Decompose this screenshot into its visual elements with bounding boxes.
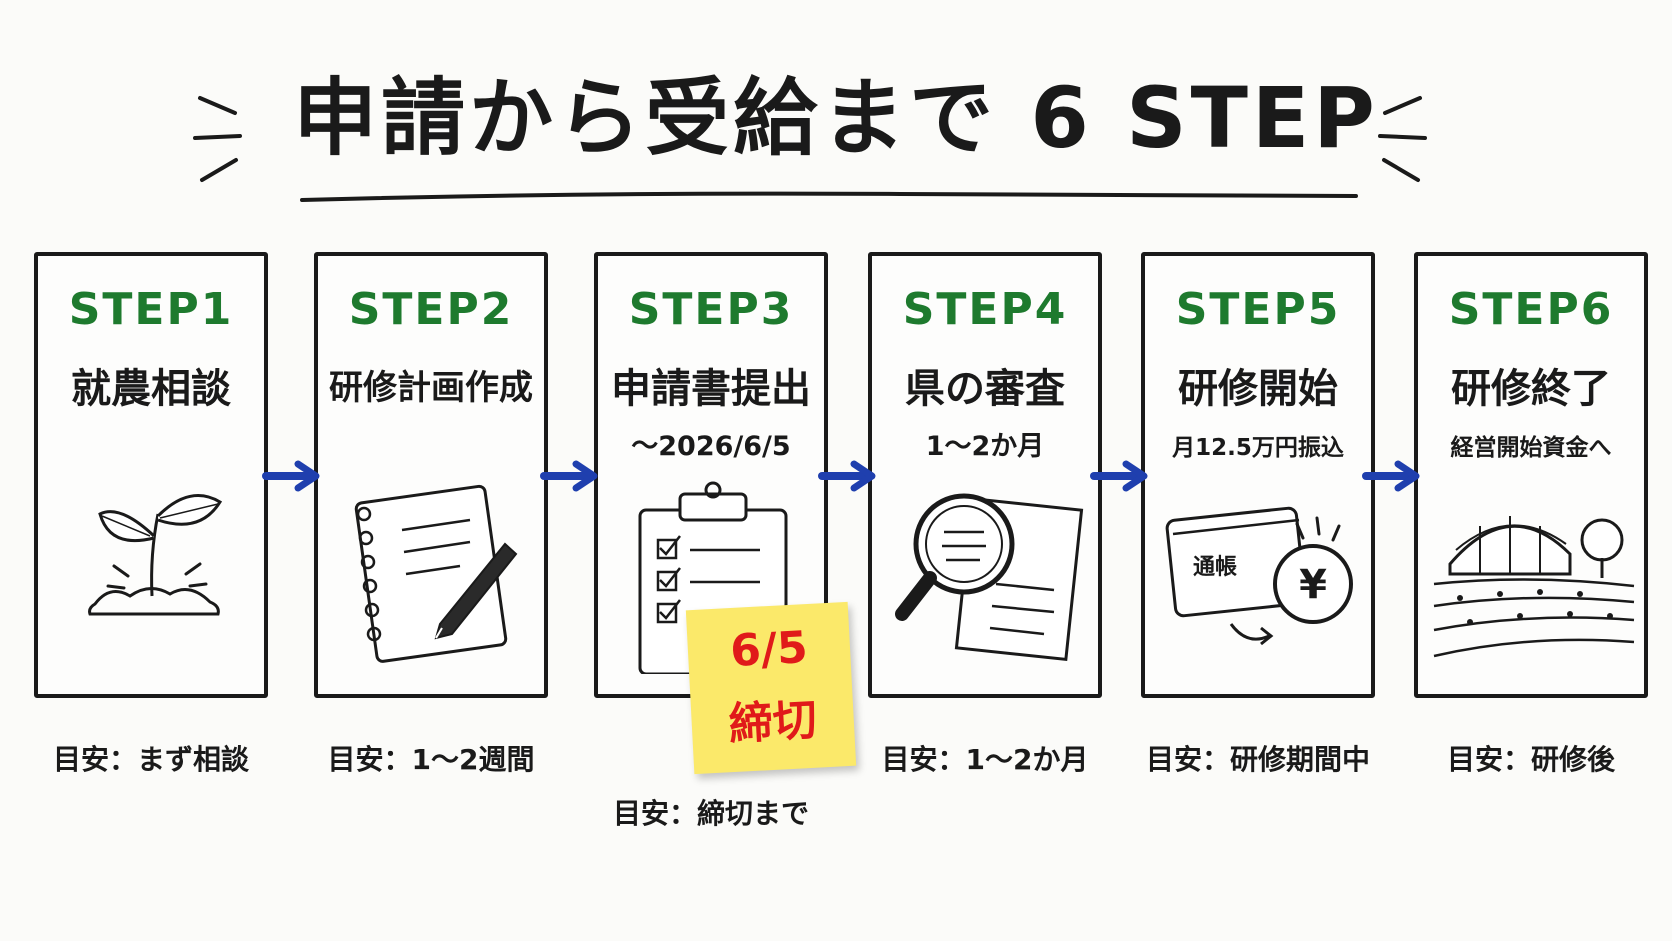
page-title: 申請から受給まで 6 STEP (293, 69, 1379, 167)
title-underline (300, 191, 1358, 202)
arrow-right-icon (540, 460, 598, 492)
step-guide-1: 目安：まず相談 (52, 743, 249, 776)
step-name: 研修計画作成 (329, 368, 533, 408)
bankbook-yen-icon: 通帳 ¥ (1165, 506, 1353, 646)
bankbook-label: 通帳 (1193, 555, 1237, 580)
sticky-word: 締切 (727, 694, 819, 751)
step-name: 就農相談 (71, 366, 231, 412)
title-area: 申請から受給まで 6 STEP (0, 40, 1672, 210)
yen-symbol: ¥ (1299, 562, 1327, 608)
step-name: 研修開始 (1178, 366, 1338, 412)
step-card-5: STEP5 研修開始 月12.5万円振込 通帳 ¥ (1141, 252, 1375, 698)
step-guide-4: 目安：1〜2か月 (881, 743, 1089, 776)
step-guide-6: 目安：研修後 (1446, 743, 1615, 776)
step-guide-3: 目安：締切まで (612, 797, 809, 830)
step-name: 申請書提出 (611, 366, 811, 412)
step-label: STEP3 (628, 284, 794, 335)
step-duration: 1〜2か月 (925, 431, 1045, 462)
step-card-4: STEP4 県の審査 1〜2か月 (868, 252, 1102, 698)
step-label: STEP1 (68, 284, 234, 335)
step-payment: 月12.5万円振込 (1172, 435, 1344, 461)
greenhouse-field-icon (1433, 516, 1635, 658)
arrow-right-icon (1090, 460, 1148, 492)
sprout-icon (88, 494, 223, 616)
deadline-sticky-note: 6/5 締切 (685, 601, 857, 775)
step-guide-2: 目安：1〜2週間 (327, 743, 535, 776)
step-card-6: STEP6 研修終了 経営開始資金へ (1414, 252, 1648, 698)
step-name: 研修終了 (1451, 366, 1611, 412)
arrow-right-icon (262, 460, 320, 492)
step-label: STEP6 (1448, 284, 1614, 335)
step-name: 県の審査 (905, 366, 1065, 412)
arrow-right-icon (1362, 460, 1420, 492)
notebook-pen-icon (354, 484, 518, 663)
step-label: STEP5 (1175, 284, 1341, 335)
step-label: STEP2 (348, 284, 514, 335)
sticky-date: 6/5 (729, 622, 809, 678)
step-card-1: STEP1 就農相談 (34, 252, 268, 698)
step-label: STEP4 (902, 284, 1068, 335)
magnifier-document-icon (895, 493, 1084, 661)
step-card-2: STEP2 研修計画作成 (314, 252, 548, 698)
arrow-right-icon (818, 460, 876, 492)
right-sparkle-icon (1378, 96, 1427, 182)
left-sparkle-icon (193, 96, 242, 182)
step-deadline: 〜2026/6/5 (631, 431, 791, 462)
step-next: 経営開始資金へ (1450, 435, 1612, 461)
step-guide-5: 目安：研修期間中 (1145, 743, 1370, 776)
